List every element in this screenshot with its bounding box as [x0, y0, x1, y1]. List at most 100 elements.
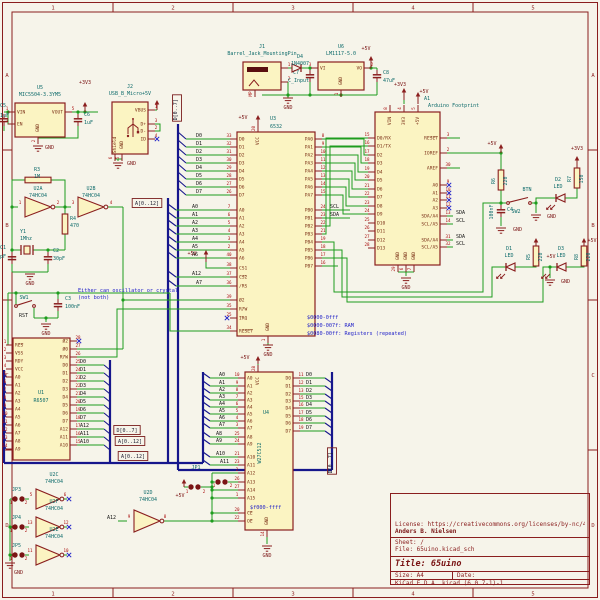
- component-R5[interactable]: [532, 245, 540, 267]
- pin-name: D6: [285, 421, 291, 427]
- component-JP5[interactable]: [12, 552, 25, 558]
- component-value: C_Input: [288, 78, 309, 84]
- wire[interactable]: [322, 186, 368, 207]
- pin-number: 11: [320, 157, 326, 162]
- pin-name: A5: [239, 248, 245, 254]
- component-U4[interactable]: [244, 371, 294, 531]
- pin-number: 22: [320, 220, 326, 225]
- sheet-row-label: D: [5, 523, 8, 529]
- wire[interactable]: [322, 162, 368, 181]
- usb-icon[interactable]: [132, 123, 139, 131]
- wire[interactable]: [322, 249, 506, 298]
- usb-icon[interactable]: [127, 123, 134, 134]
- wire[interactable]: [322, 194, 368, 215]
- component-U2C[interactable]: [35, 488, 65, 510]
- pin-name: OE: [247, 519, 253, 525]
- wire[interactable]: [532, 197, 556, 204]
- wire[interactable]: [205, 262, 230, 269]
- junction-dot: [308, 93, 312, 97]
- wire[interactable]: [322, 257, 557, 303]
- pin-name: A13: [247, 480, 256, 486]
- wire[interactable]: [11, 179, 25, 207]
- component-jumper[interactable]: [215, 479, 228, 485]
- component-value: Arduino Footprint: [428, 103, 479, 109]
- component-Y1[interactable]: [23, 245, 31, 255]
- pin-name: A1: [15, 383, 21, 389]
- wire[interactable]: [322, 146, 368, 164]
- component-value: 1N4007: [291, 61, 309, 67]
- component-U2A[interactable]: [24, 196, 56, 218]
- component-R6[interactable]: [497, 169, 505, 191]
- wire-segment: [202, 459, 211, 466]
- wire[interactable]: [38, 126, 79, 139]
- component-U3[interactable]: [236, 131, 316, 337]
- pin-name: A12: [60, 427, 69, 433]
- wire[interactable]: [322, 138, 368, 156]
- pin-number: 1: [6, 106, 9, 111]
- pin-name: A4: [15, 407, 21, 413]
- pin-number: 5: [4, 371, 7, 376]
- pin-name: A6: [15, 423, 21, 429]
- component-U2D[interactable]: [133, 509, 165, 533]
- wire-segment: [103, 428, 111, 435]
- pin-number: 9: [322, 141, 325, 146]
- component-D1[interactable]: [504, 262, 516, 272]
- wire-segment: [3, 436, 7, 442]
- pin-name: D0: [239, 137, 245, 143]
- pin-number: 1: [155, 104, 158, 109]
- pin-number: 1: [261, 338, 266, 341]
- pin-name: A10: [247, 455, 256, 461]
- component-U2E[interactable]: [35, 544, 65, 566]
- tool-version: KiCad E.D.A. kicad (6.0.7-1)-1: [391, 579, 589, 587]
- wire[interactable]: [565, 188, 578, 199]
- component-U1[interactable]: [12, 337, 71, 461]
- wire[interactable]: [322, 178, 368, 198]
- wire[interactable]: [322, 154, 368, 173]
- pin-name: VIN: [387, 117, 393, 126]
- component-JP1[interactable]: [188, 484, 201, 490]
- power-label: +5V: [240, 355, 249, 361]
- wire-segment: [500, 273, 506, 279]
- wire[interactable]: [322, 202, 506, 293]
- net-label: A4: [192, 236, 198, 242]
- component-JP3[interactable]: [12, 496, 25, 502]
- wire[interactable]: [169, 293, 230, 332]
- component-J2[interactable]: [111, 101, 149, 155]
- component-JP4[interactable]: [12, 524, 25, 530]
- wire-segment: [3, 404, 7, 410]
- component-R3[interactable]: [24, 176, 52, 184]
- net-label: D1: [196, 141, 202, 147]
- component-D4[interactable]: [291, 63, 303, 73]
- component-U5[interactable]: [14, 102, 66, 138]
- pin-name: GND: [35, 124, 41, 133]
- wire[interactable]: [322, 170, 368, 190]
- wire[interactable]: [51, 179, 66, 207]
- pin-name: PB1: [305, 216, 314, 222]
- pin-name: A0: [247, 376, 253, 382]
- pin-number: 2: [25, 556, 28, 561]
- wire[interactable]: [155, 123, 161, 132]
- component-A1[interactable]: [374, 111, 441, 266]
- power-label: +3V3: [394, 82, 406, 88]
- component-U2F[interactable]: [35, 516, 65, 538]
- net-label: SDA: [456, 210, 465, 216]
- wire[interactable]: [77, 308, 230, 358]
- pin-name: PA2: [305, 153, 314, 159]
- pin-name: D1: [62, 371, 68, 377]
- component-D3[interactable]: [555, 262, 567, 272]
- barrel-jack-icon[interactable]: [248, 79, 260, 87]
- pin-number: 6: [108, 156, 113, 159]
- component-SW1[interactable]: [14, 304, 36, 308]
- sheet-column-label: 5: [531, 592, 534, 598]
- wire[interactable]: [322, 137, 368, 235]
- power-label: +5V: [238, 115, 247, 121]
- component-D2[interactable]: [554, 193, 566, 203]
- pin-number: 2: [31, 139, 36, 142]
- component-U2B[interactable]: [77, 196, 109, 218]
- component-R8[interactable]: [580, 245, 588, 267]
- component-R4[interactable]: [61, 213, 69, 235]
- component-J1[interactable]: [242, 61, 282, 91]
- component-R7[interactable]: [573, 167, 581, 189]
- component-SW2[interactable]: [506, 201, 532, 205]
